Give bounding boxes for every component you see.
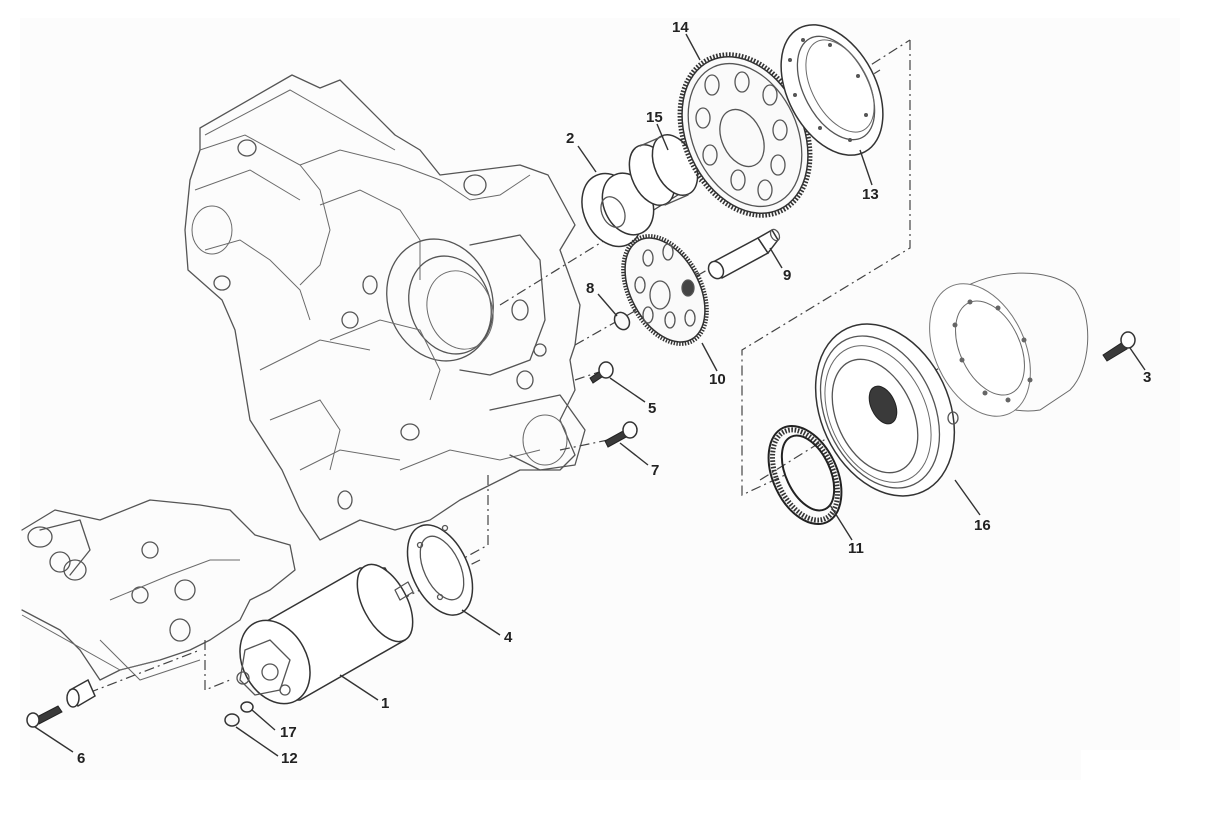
part-10-idler-gear <box>621 234 709 346</box>
assembly-bracket-right <box>741 40 911 496</box>
part-16-starter-clutch-housing <box>814 323 959 497</box>
leader-3 <box>1129 347 1146 371</box>
leader-12 <box>235 726 279 757</box>
leader-17 <box>251 709 276 731</box>
part-12-nut <box>224 713 240 727</box>
leader-8 <box>597 293 618 317</box>
callout-7: 7 <box>651 462 659 479</box>
part-13-cover-plate <box>780 24 884 156</box>
leader-6 <box>34 726 74 753</box>
callout-15: 15 <box>646 109 663 126</box>
part-8-washer <box>613 311 631 331</box>
callout-1: 1 <box>381 695 389 712</box>
part-7-screw <box>604 421 638 448</box>
part-1-starter-motor <box>236 563 414 705</box>
leader-14 <box>685 33 701 61</box>
part-11-freewheel-sprag <box>767 424 843 526</box>
callout-12: 12 <box>281 750 298 767</box>
diagram-panel <box>20 18 1180 780</box>
crankcase-half <box>184 74 586 541</box>
leader-lines <box>34 33 1146 757</box>
callout-13: 13 <box>862 186 879 203</box>
leader-11 <box>829 504 853 541</box>
leader-5 <box>609 377 646 403</box>
leader-16 <box>954 479 981 516</box>
callout-4: 4 <box>504 629 513 646</box>
leader-4 <box>461 609 501 636</box>
callout-14: 14 <box>672 19 689 36</box>
callout-10: 10 <box>709 371 726 388</box>
callout-5: 5 <box>648 400 656 417</box>
leader-7 <box>619 442 649 466</box>
part-2-bushing <box>581 172 655 248</box>
callout-2: 2 <box>566 130 574 147</box>
leader-15 <box>656 123 669 151</box>
part-6-mounting-bolt <box>26 678 96 728</box>
callout-6: 6 <box>77 750 85 767</box>
callout-16: 16 <box>974 517 991 534</box>
assembly-axis-mount <box>204 640 231 691</box>
callout-8: 8 <box>586 280 594 297</box>
leader-9 <box>769 247 783 269</box>
callout-9: 9 <box>783 267 791 284</box>
flywheel-rotor <box>929 272 1089 417</box>
part-4-starter-gasket <box>406 524 474 616</box>
part-5-screw <box>589 361 614 384</box>
crankcase-lower-fragment <box>21 499 296 681</box>
part-3-flywheel-screw <box>1102 331 1136 362</box>
part-17-washer <box>240 701 254 713</box>
leader-13 <box>859 149 873 186</box>
callout-17: 17 <box>280 724 297 741</box>
leader-1 <box>339 674 379 701</box>
callout-11: 11 <box>848 540 864 557</box>
assembly-bracket-top <box>854 39 911 76</box>
callout-3: 3 <box>1143 369 1151 386</box>
callout-labels: 1 2 3 4 5 6 7 8 9 10 11 12 13 14 15 16 1… <box>77 19 1151 767</box>
leader-2 <box>577 145 597 173</box>
leader-10 <box>701 342 718 372</box>
part-15-needle-bearing <box>628 134 699 206</box>
part-9-idler-shaft <box>707 228 781 280</box>
